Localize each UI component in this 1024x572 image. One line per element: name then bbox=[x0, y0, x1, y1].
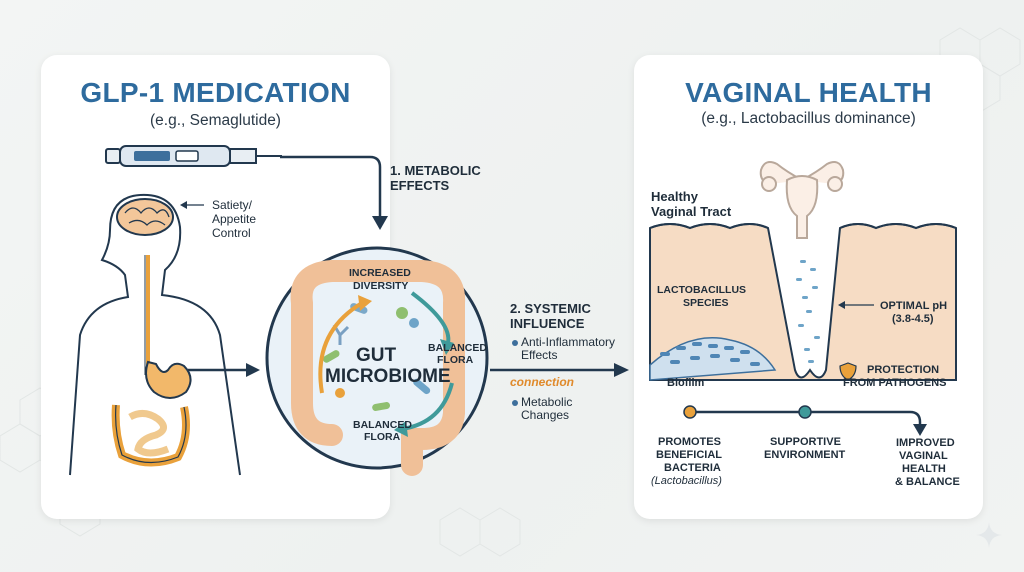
outcome3-line1: IMPROVED bbox=[896, 437, 955, 449]
outcome3-line3: HEALTH bbox=[902, 463, 946, 475]
bullet2-line2: Changes bbox=[521, 408, 570, 422]
satiety-label-line2: Appetite bbox=[212, 212, 257, 226]
sparkle-icon bbox=[976, 522, 1002, 548]
satiety-label-line3: Control bbox=[212, 226, 251, 240]
vaginal-subtitle: (e.g., Lactobacillus dominance) bbox=[701, 110, 916, 127]
step2-label-line2: INFLUENCE bbox=[510, 316, 585, 331]
biofilm-label: Biofilm bbox=[667, 377, 705, 389]
glp1-subtitle: (e.g., Semaglutide) bbox=[150, 112, 281, 129]
bullet-dot-1 bbox=[512, 340, 518, 346]
outcome3-line4: & BALANCE bbox=[895, 476, 960, 488]
intestine-icon bbox=[111, 404, 190, 467]
ph-pointer bbox=[838, 301, 874, 309]
gut-title-line1: GUT bbox=[356, 345, 397, 366]
gut-right-label-line2: FLORA bbox=[437, 354, 474, 366]
brain-icon bbox=[116, 198, 174, 236]
shield-icon bbox=[839, 362, 857, 381]
injection-pen-icon bbox=[105, 145, 282, 167]
protect-label-line2: FROM PATHOGENS bbox=[843, 377, 947, 389]
body-to-gut-arrow bbox=[188, 363, 260, 377]
lacto-label-line2: SPECIES bbox=[683, 297, 729, 309]
systemic-arrow bbox=[490, 363, 629, 377]
glp1-title: GLP-1 MEDICATION bbox=[80, 77, 351, 108]
step1-label-line1: 1. METABOLIC bbox=[390, 163, 481, 178]
tract-label-line2: Vaginal Tract bbox=[651, 204, 732, 219]
gut-top-label-line2: DIVERSITY bbox=[353, 280, 409, 292]
gut-microbiome-circle bbox=[265, 246, 489, 476]
step1-label-line2: EFFECTS bbox=[390, 178, 450, 193]
gut-title-line2: MICROBIOME bbox=[325, 366, 451, 387]
gut-top-label-line1: INCREASED bbox=[349, 267, 411, 279]
outcome-timeline bbox=[683, 405, 927, 436]
bullet2-line1: Metabolic bbox=[521, 395, 573, 409]
human-body-illustration bbox=[69, 193, 241, 476]
outcome3-line2: VAGINAL bbox=[899, 450, 948, 462]
outcome1-line3: BACTERIA bbox=[664, 462, 721, 474]
ph-label-line1: OPTIMAL pH bbox=[880, 300, 948, 312]
protect-label-line1: PROTECTION bbox=[867, 364, 940, 376]
satiety-pointer bbox=[180, 201, 204, 209]
stomach-icon bbox=[145, 360, 192, 399]
gut-right-label-line1: BALANCED bbox=[428, 342, 487, 354]
bullet1-line2: Effects bbox=[521, 348, 558, 362]
vaginal-tract-illustration bbox=[649, 223, 957, 381]
outcome2-line1: SUPPORTIVE bbox=[770, 436, 841, 448]
uterus-icon bbox=[759, 161, 845, 239]
tract-label-line1: Healthy bbox=[651, 189, 698, 204]
lacto-label-line1: LACTOBACILLUS bbox=[657, 284, 747, 296]
metabolic-arrow bbox=[280, 155, 388, 230]
vaginal-title: VAGINAL HEALTH bbox=[685, 77, 932, 108]
bullet-dot-2 bbox=[512, 400, 518, 406]
satiety-label-line1: Satiety/ bbox=[212, 198, 253, 212]
gut-bottom-label-line1: BALANCED bbox=[353, 419, 412, 431]
bullet1-line1: Anti-Inflammatory bbox=[521, 335, 616, 349]
step2-label-line1: 2. SYSTEMIC bbox=[510, 301, 591, 316]
outcome1-line4: (Lactobacillus) bbox=[651, 475, 722, 487]
outcome1-line1: PROMOTES bbox=[658, 436, 721, 448]
ph-label-line2: (3.8-4.5) bbox=[892, 313, 934, 325]
outcome1-line2: BENEFICIAL bbox=[656, 449, 722, 461]
outcome2-line2: ENVIRONMENT bbox=[764, 449, 846, 461]
gut-bottom-label-line2: FLORA bbox=[364, 431, 401, 443]
connection-label: connection bbox=[510, 375, 575, 389]
